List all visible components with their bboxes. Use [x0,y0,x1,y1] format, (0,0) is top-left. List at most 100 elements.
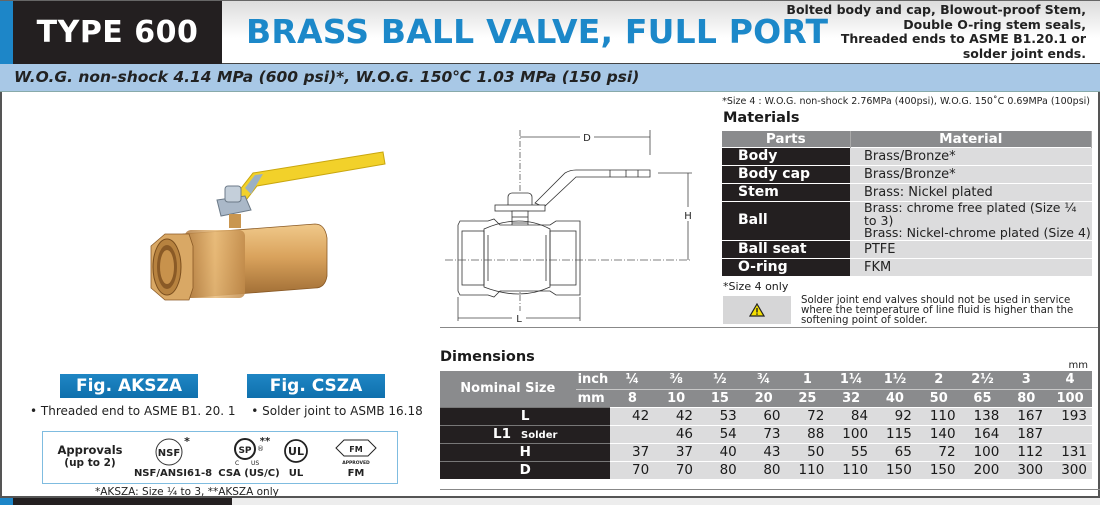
dim-value: 37 [610,442,655,461]
material-value: Brass: chrome free plated (Size ¼ to 3) … [850,200,1092,240]
part-name: Body cap [722,165,850,184]
dim-value: 140 [916,424,961,443]
pressure-spec-bar: W.O.G. non-shock 4.14 MPa (600 psi)*, W.… [0,64,1100,92]
row-label: D [440,460,611,479]
size4-pressure-note: *Size 4 : W.O.G. non-shock 2.76MPa (400p… [722,96,1090,107]
feature-line: Double O-ring stem seals, [903,16,1086,32]
part-name: O-ring [722,257,850,276]
ul-logo-icon: UL [284,439,308,463]
approval-name: UL [288,468,304,479]
dim-value: 167 [1004,406,1049,425]
dim-value: 53 [698,406,742,425]
dim-value: 43 [741,442,786,461]
svg-text:APPROVED: APPROVED [342,460,370,466]
dim-value: 84 [829,406,874,425]
dim-value: 110 [785,460,830,479]
table-row: Body Brass/Bronze* [722,147,1092,166]
table-row: Body cap Brass/Bronze* [722,165,1092,184]
material-line: Brass: Nickel-chrome plated (Size 4) [864,225,1091,240]
table-row: Ball seat PTFE [722,239,1092,258]
dimensions-title: Dimensions [440,349,535,365]
size-inch: 1¼ [829,371,874,390]
size-mm: 80 [1004,389,1049,407]
dim-value: 70 [610,460,655,479]
valve-dimension-drawing: D H L [445,129,695,325]
dim-value: 42 [654,406,698,425]
header-accent-stripe [0,1,13,65]
svg-text:®: ® [257,445,264,453]
valve-photo [150,151,386,301]
footer-bar [0,496,1100,505]
unit-mm-label: mm [575,389,611,407]
col-header-parts: Parts [722,131,851,148]
fig-csza-desc: • Solder joint to ASMB 16.18 [251,404,423,418]
dim-value: 54 [698,424,742,443]
divider [440,489,1100,490]
table-row-d: D 70 70 80 80 110 110 150 150 200 300 30… [440,460,1092,479]
header-row-mm: mm 8 10 15 20 25 32 40 50 65 80 100 [440,389,1092,407]
approval-fm: FM APPROVED FM [331,434,381,479]
materials-table: Parts Material Body Brass/Bronze* Body c… [722,131,1092,276]
svg-text:FM: FM [349,445,362,454]
pressure-spec-text: W.O.G. non-shock 4.14 MPa (600 psi)*, W.… [14,68,640,86]
nominal-size-header: Nominal Size [440,371,576,407]
dimensions-unit: mm [1068,360,1088,371]
dim-value: 88 [785,424,830,443]
dim-value: 80 [741,460,786,479]
dim-value: 100 [960,442,1005,461]
size-inch: 4 [1048,371,1092,390]
size-inch: ¾ [741,371,786,390]
dim-value: 110 [829,460,874,479]
dim-value: 138 [960,406,1005,425]
svg-text:C: C [235,460,239,467]
dim-value: 193 [1048,406,1092,425]
warning-icon [749,303,765,317]
size-mm: 32 [829,389,874,407]
dim-value: 92 [873,406,917,425]
svg-text:NSF: NSF [158,448,180,459]
table-row: Ball Brass: chrome free plated (Size ¼ t… [722,200,1092,240]
approval-ul: UL UL [273,434,319,479]
dim-value: 100 [829,424,874,443]
dim-value: 73 [741,424,786,443]
warning-text: Solder joint end valves should not be us… [801,295,1074,326]
size-mm: 25 [785,389,830,407]
approvals-note: *AKSZA: Size ¼ to 3, **AKSZA only [95,486,279,498]
feature-line: Bolted body and cap, Blowout-proof Stem, [786,2,1086,17]
dim-value: 131 [1048,442,1092,461]
dim-value: 65 [873,442,917,461]
fig-csza-label: Fig. CSZA [247,374,385,398]
dim-value: 60 [741,406,786,425]
size-inch: ⅜ [654,371,698,390]
table-row: Stem Brass: Nickel plated [722,183,1092,202]
size-inch: 1½ [873,371,917,390]
dim-value: 37 [654,442,698,461]
approval-name: NSF/ANSI61-8 [133,468,213,479]
header: TYPE 600 BRASS BALL VALVE, FULL PORT Bol… [0,0,1100,65]
size-inch: ½ [698,371,742,390]
unit-inch-label: inch [575,371,611,390]
dim-value: 187 [1004,424,1049,443]
svg-text:SP: SP [238,446,251,456]
dim-label-d: D [583,133,591,144]
table-row: O-ring FKM [722,257,1092,276]
materials-footnote: *Size 4 only [723,280,789,293]
size-mm: 20 [741,389,786,407]
material-line: Brass: chrome free plated (Size ¼ to 3) [864,200,1077,228]
feature-list: Bolted body and cap, Blowout-proof Stem,… [756,2,1086,61]
dim-value: 55 [829,442,874,461]
approvals-subtitle: (up to 2) [64,457,116,469]
part-name: Ball seat [722,239,850,258]
dim-value: 115 [873,424,917,443]
size-mm: 10 [654,389,698,407]
dim-value: 40 [698,442,742,461]
size-inch: ¼ [610,371,655,390]
row-label: H [440,442,611,461]
part-name: Body [722,147,850,166]
footer-dark-block [0,498,232,505]
part-name: Ball [722,201,850,240]
size-mm: 15 [698,389,742,407]
